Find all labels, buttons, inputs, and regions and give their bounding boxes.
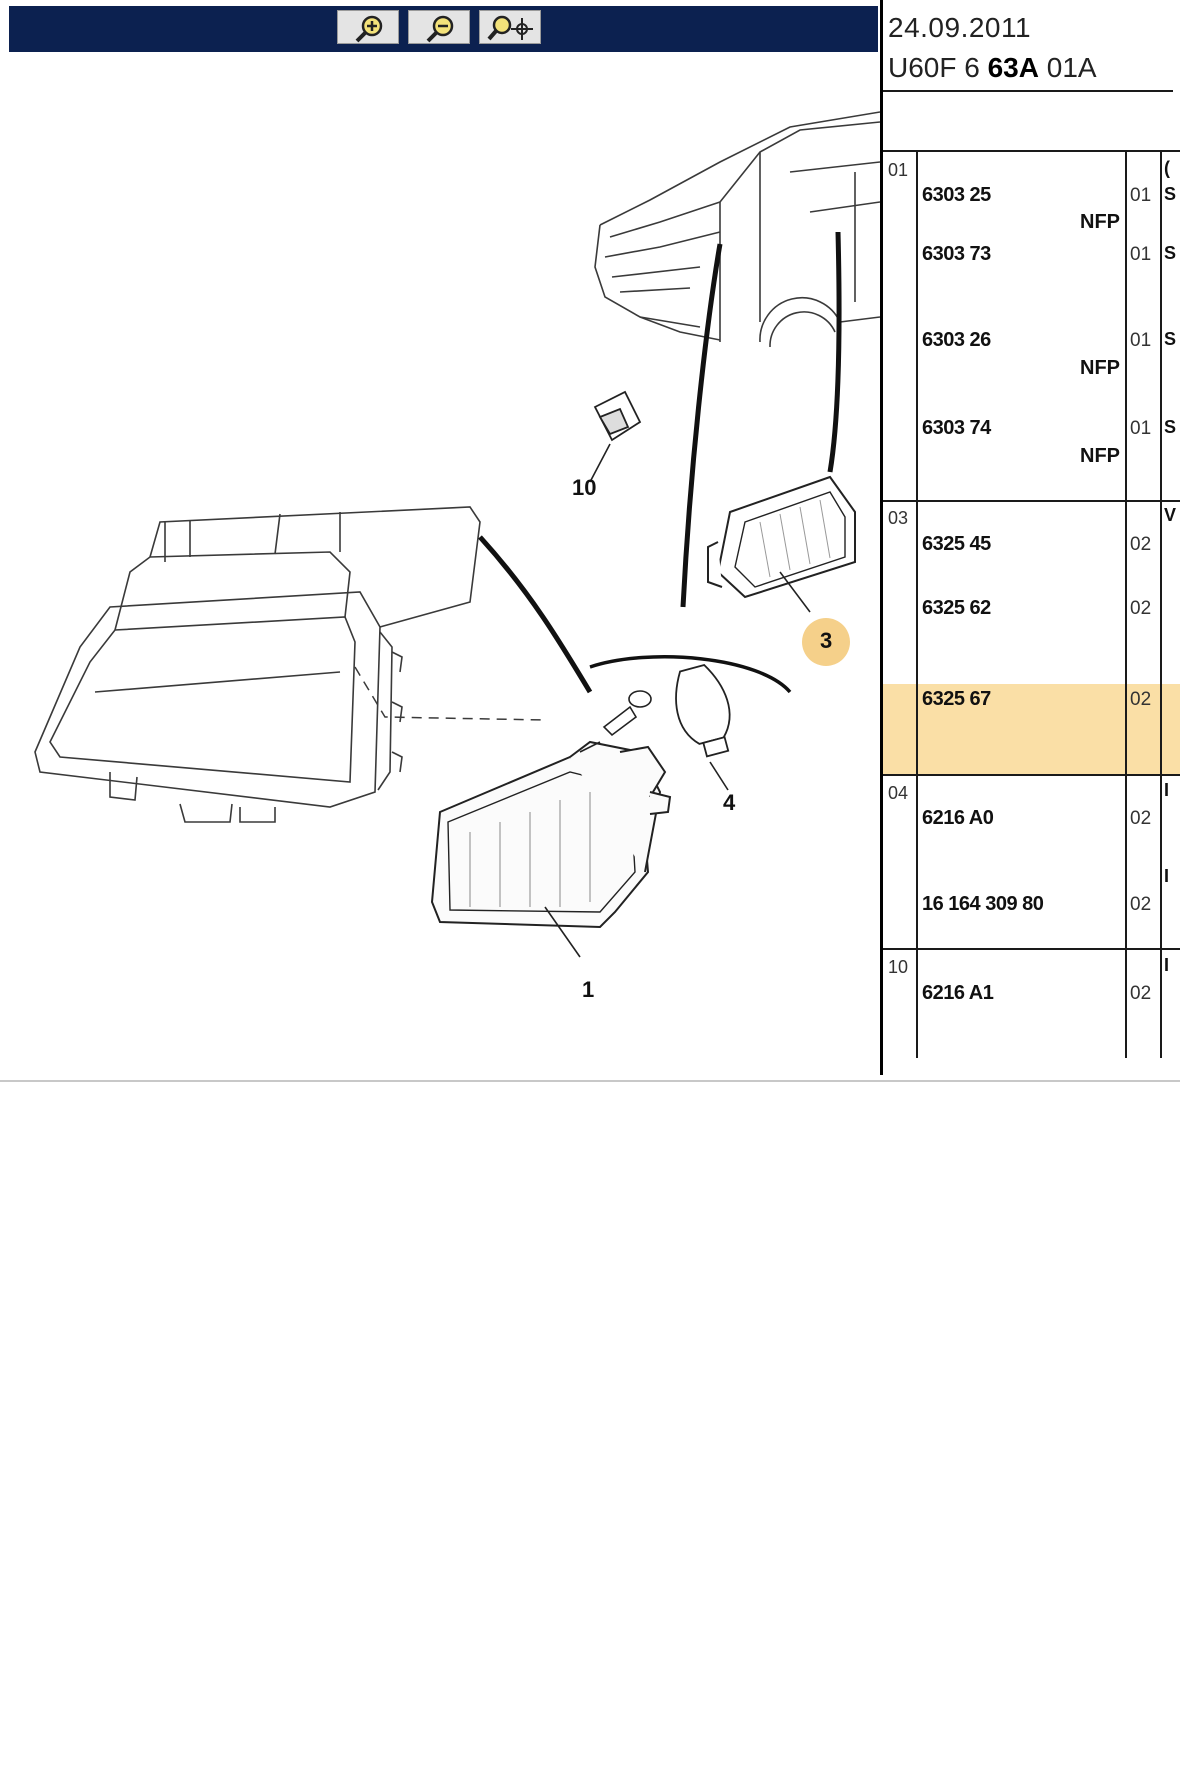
page-bottom-rule	[0, 1080, 1180, 1082]
selected-row-highlight	[883, 684, 1180, 774]
group-ref-10: 10	[888, 957, 909, 977]
part-number-row[interactable]: 6325 62	[922, 597, 991, 619]
callout-3[interactable]: 3	[820, 628, 833, 653]
exploded-view-illustration	[34, 111, 880, 958]
part-qty: 02	[1130, 983, 1152, 1004]
magnifier-plus-icon	[355, 15, 383, 43]
column-rule	[1160, 150, 1162, 1058]
part-qty: 02	[1130, 534, 1152, 555]
part-number-row[interactable]: 16 164 309 80	[922, 893, 1044, 915]
nfp-flag: NFP	[1080, 211, 1120, 233]
group-ref-04: 04	[888, 783, 909, 803]
group-ref-01: 01	[888, 160, 909, 180]
group-rule	[883, 948, 1180, 950]
part-qty: 02	[1130, 894, 1152, 915]
parts-list-panel: 24.09.2011 U60F 6 63A 01A 01 6303 25 01 …	[880, 0, 1180, 1075]
truncated-col-text: (	[1164, 158, 1170, 178]
diagram-toolbar	[9, 6, 878, 52]
catalog-reference-suffix: 01A	[1038, 52, 1097, 83]
part-number-row[interactable]: 6216 A0	[922, 807, 994, 829]
part-number-row[interactable]: 6303 74	[922, 417, 991, 439]
part-qty: 02	[1130, 598, 1152, 619]
part-qty: 01	[1130, 330, 1152, 351]
part-qty: 01	[1130, 185, 1152, 206]
part-qty: 02	[1130, 808, 1152, 829]
part-number-row[interactable]: 6303 73	[922, 243, 991, 265]
callout-1[interactable]: 1	[582, 977, 595, 1002]
part-number-row[interactable]: 6303 25	[922, 184, 991, 206]
magnifier-minus-icon	[426, 15, 454, 43]
catalog-reference: U60F 6 63A 01A	[888, 52, 1097, 84]
part-number-row[interactable]: 6325 45	[922, 533, 991, 555]
callout-4[interactable]: 4	[723, 790, 736, 815]
magnifier-move-icon	[487, 15, 533, 41]
truncated-col-text: S	[1164, 243, 1177, 263]
catalog-date: 24.09.2011	[888, 12, 1032, 43]
catalog-reference-bold: 63A	[987, 52, 1039, 83]
catalog-reference-prefix: U60F 6	[888, 52, 988, 83]
truncated-col-text: S	[1164, 329, 1177, 349]
group-ref-03: 03	[888, 508, 909, 528]
group-rule	[883, 500, 1180, 502]
truncated-col-text: S	[1164, 417, 1177, 437]
pan-button[interactable]	[479, 10, 541, 44]
nfp-flag: NFP	[1080, 357, 1120, 379]
nfp-flag: NFP	[1080, 445, 1120, 467]
header-rule	[883, 90, 1173, 92]
panel-divider	[880, 0, 883, 1075]
truncated-col-text: V	[1164, 505, 1177, 525]
part-number-row[interactable]: 6216 A1	[922, 982, 994, 1004]
parts-diagram: 10 3 4 1	[0, 52, 880, 1075]
table-top-rule	[883, 150, 1180, 152]
part-qty: 01	[1130, 244, 1152, 265]
column-rule	[916, 150, 918, 1058]
callout-10[interactable]: 10	[572, 475, 597, 500]
group-rule	[883, 774, 1180, 776]
zoom-in-button[interactable]	[337, 10, 399, 44]
zoom-out-button[interactable]	[408, 10, 470, 44]
part-number-row-selected[interactable]: 6325 67	[922, 688, 991, 710]
truncated-col-text: I	[1164, 780, 1170, 800]
truncated-col-text: I	[1164, 955, 1170, 975]
part-number-row[interactable]: 6303 26	[922, 329, 991, 351]
part-qty: 02	[1130, 689, 1152, 710]
truncated-col-text: I	[1164, 866, 1170, 886]
truncated-col-text: S	[1164, 184, 1177, 204]
part-qty: 01	[1130, 418, 1152, 439]
column-rule	[1125, 150, 1127, 1058]
